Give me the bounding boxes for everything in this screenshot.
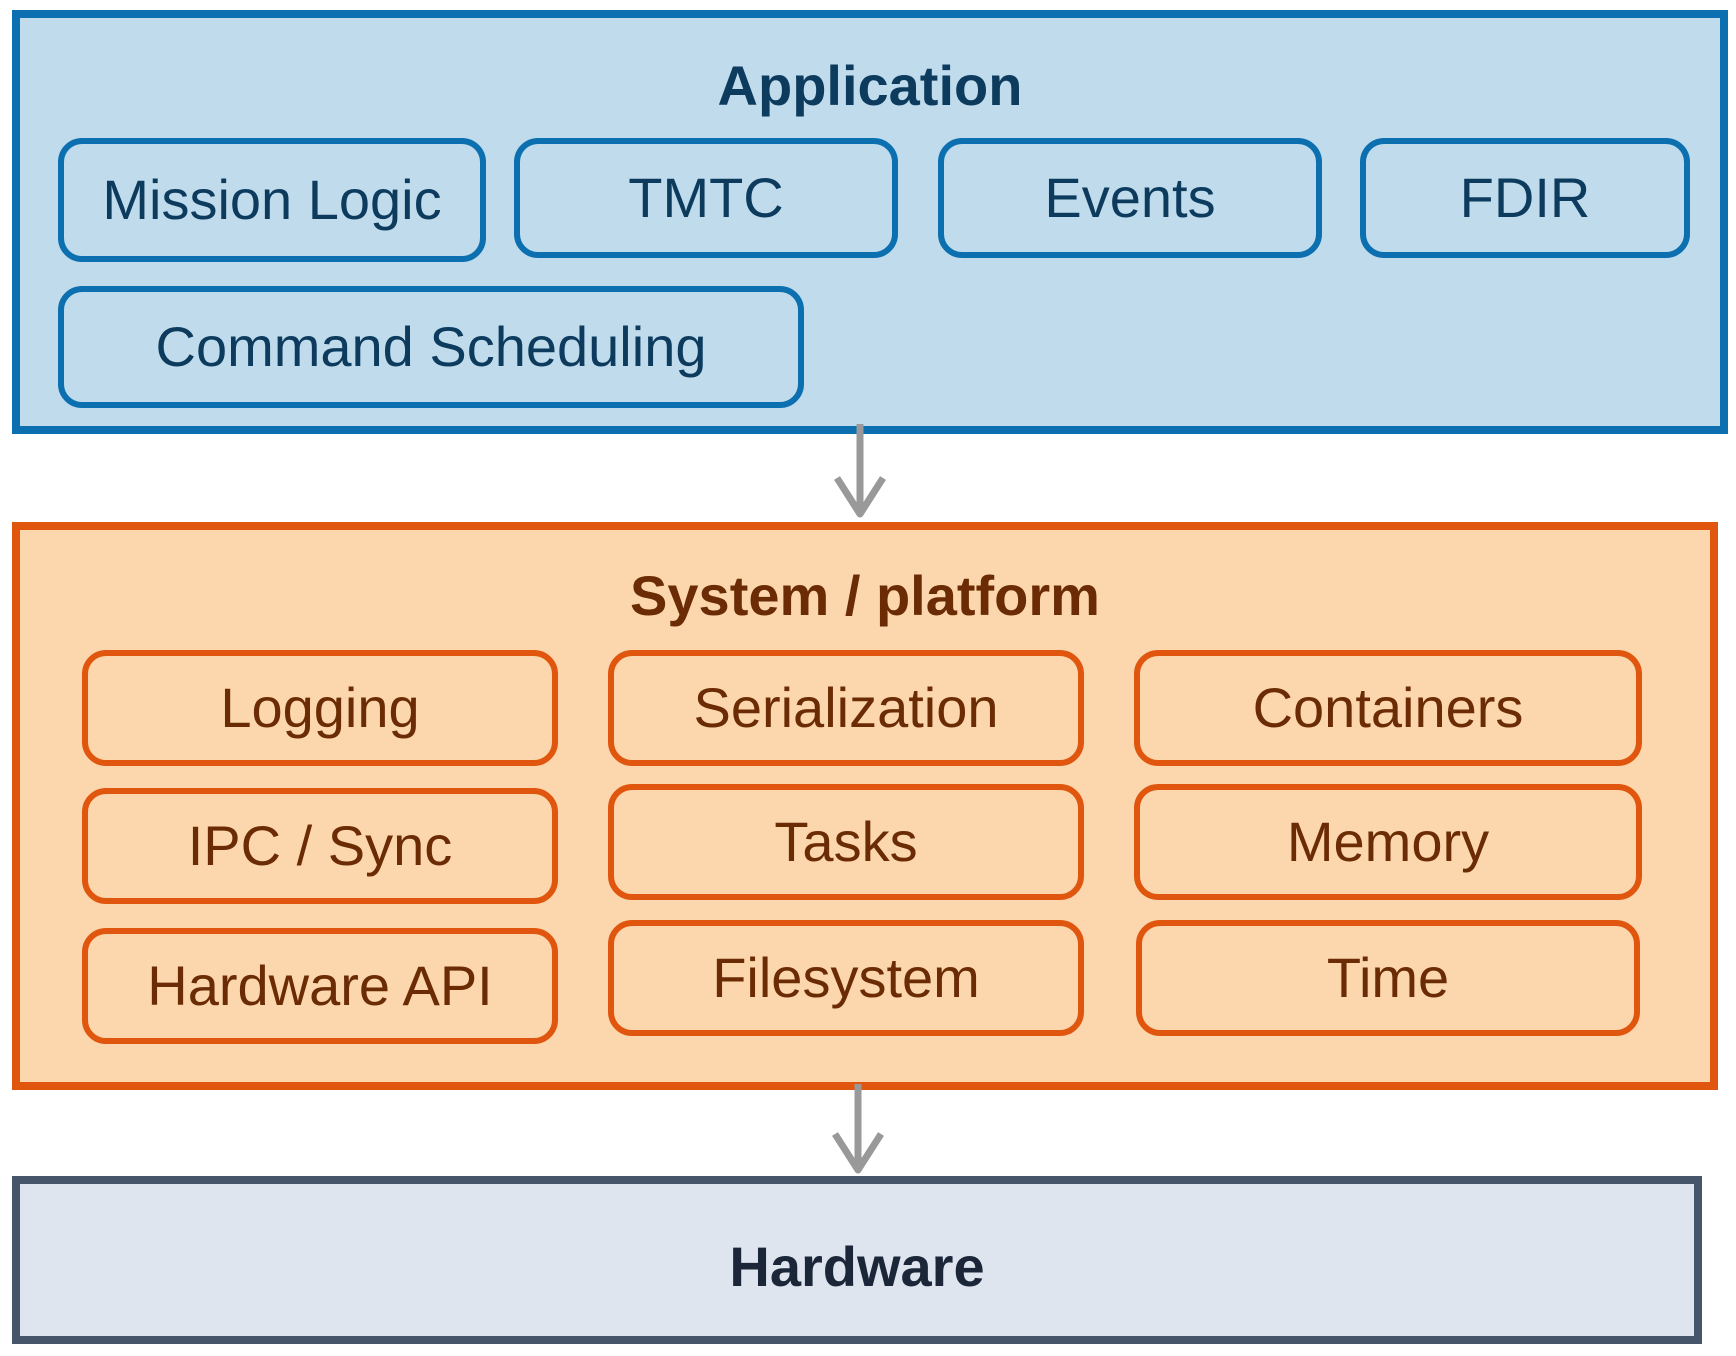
application-layer: Application Mission Logic TMTC Events FD… — [12, 10, 1728, 434]
component-tmtc: TMTC — [514, 138, 898, 258]
system-layer-title: System / platform — [630, 564, 1100, 627]
component-filesystem: Filesystem — [608, 920, 1084, 1036]
component-ipc-sync: IPC / Sync — [82, 788, 558, 904]
hardware-layer-title: Hardware — [729, 1235, 985, 1298]
hardware-layer: Hardware — [12, 1176, 1702, 1344]
component-containers: Containers — [1134, 650, 1642, 766]
component-mission-logic: Mission Logic — [58, 138, 486, 262]
system-layer: System / platform Logging Serialization … — [12, 522, 1718, 1090]
component-serialization: Serialization — [608, 650, 1084, 766]
component-memory: Memory — [1134, 784, 1642, 900]
component-tasks: Tasks — [608, 784, 1084, 900]
component-time: Time — [1136, 920, 1640, 1036]
application-layer-title: Application — [717, 54, 1023, 117]
component-logging: Logging — [82, 650, 558, 766]
component-hardware-api: Hardware API — [82, 928, 558, 1044]
arrow-system-to-hardware — [832, 1084, 884, 1174]
arrow-application-to-system — [834, 424, 886, 518]
component-events: Events — [938, 138, 1322, 258]
component-command-scheduling: Command Scheduling — [58, 286, 804, 408]
component-fdir: FDIR — [1360, 138, 1690, 258]
